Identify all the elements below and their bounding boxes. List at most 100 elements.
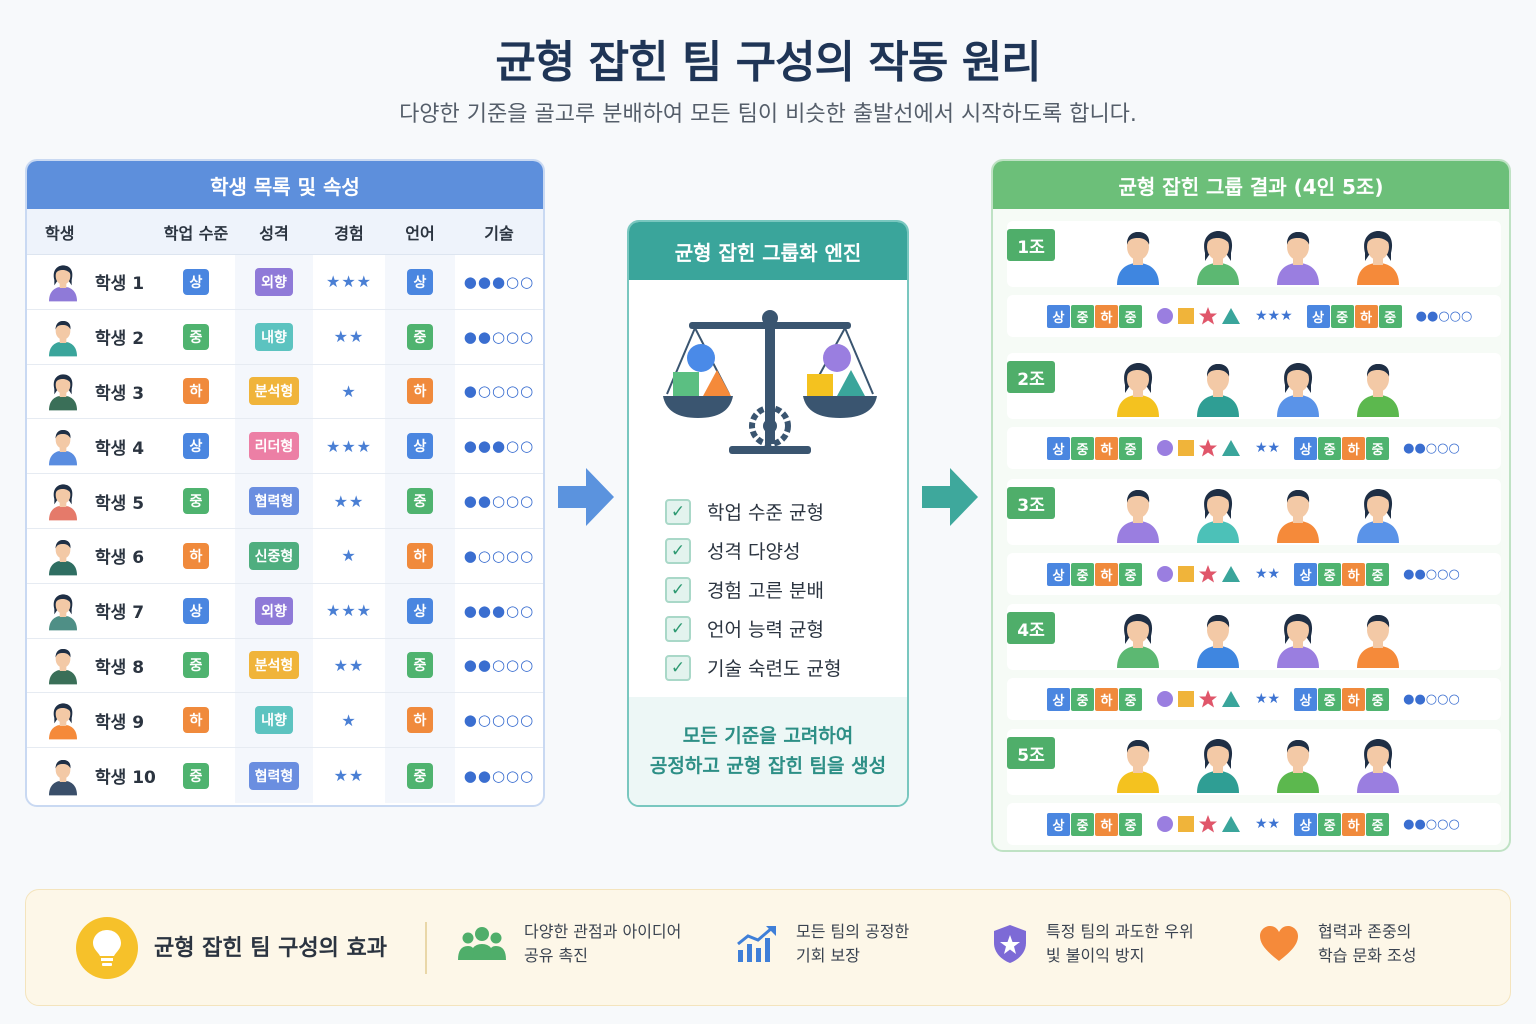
student-avatar-icon [45,591,81,631]
criteria-label: 경험 고른 분배 [707,580,824,602]
benefit-1-line1: 다양한 관점과 아이디어 [524,922,682,941]
square-shape-icon [1178,816,1194,832]
academic-level-badge: 하 [183,542,209,569]
experience-cell: ★★ [313,474,385,528]
language-level-badge: 하 [407,542,433,569]
personality-shapes [1156,689,1241,709]
skill-dots: ●●○○○ [1403,566,1460,582]
criteria-label: 언어 능력 균형 [707,619,824,641]
experience-stars: ★★ [1255,691,1281,707]
academic-cell: 상 [157,419,235,473]
academic-level-chip: 중 [1071,562,1094,586]
academic-level-badge: 하 [183,378,209,405]
skill-dots: ●●○○○ [1415,308,1473,324]
student-table-header: 학생 학업 수준 성격 경험 언어 기술 [27,209,543,255]
personality-cell: 외향 [235,255,313,309]
skill-dots: ●●●○○ [463,437,535,456]
personality-shapes [1156,306,1241,326]
benefit-3-line2: 빛 불이익 방지 [1046,946,1145,965]
academic-cell: 중 [157,474,235,528]
personality-shapes [1156,564,1241,584]
member-avatar-icon [1111,735,1165,793]
square-shape-icon [1178,566,1194,582]
benefit-4-line2: 학습 문화 조성 [1318,946,1417,965]
member-avatar-icon [1351,735,1405,793]
member-avatar-icon [1271,359,1325,417]
experience-cell: ★★ [313,748,385,803]
skill-cell: ●●○○○ [455,639,543,693]
criteria-label: 학업 수준 균형 [707,502,824,524]
col-academic: 학업 수준 [163,223,229,243]
benefit-1-line2: 공유 촉진 [524,946,588,965]
group-members-row: 2조 [1007,353,1501,419]
student-name: 학생 1 [95,274,145,295]
group-members [1111,610,1405,668]
academic-level-chip: 중 [1071,304,1094,328]
language-cell: 중 [385,474,455,528]
student-row: 학생 5 중 협력형 ★★ 중 ●●○○○ [27,474,543,529]
skill-dots: ●●○○○ [1403,691,1460,707]
personality-cell: 리더형 [235,419,313,474]
student-cell: 학생 10 [27,756,157,796]
people-group-icon [458,927,506,960]
group-members [1111,227,1405,285]
personality-tag: 분석형 [248,377,300,406]
academic-level-chip: 상 [1047,687,1070,711]
square-shape-icon [1178,308,1194,324]
academic-level-chip: 하 [1095,436,1118,460]
checkbox-checked-icon: ✓ [665,498,691,525]
language-level-badge: 하 [407,378,433,405]
personality-cell: 외향 [235,583,313,638]
academic-cell: 상 [157,584,235,638]
student-row: 학생 8 중 분석형 ★★ 중 ●●○○○ [27,638,543,694]
language-level-badge: 상 [407,433,433,460]
language-level-chip: 중 [1366,812,1390,836]
effects-title: 균형 잡힌 팀 구성의 효과 [154,936,388,961]
academic-level-chip: 중 [1119,687,1142,711]
criteria-label: 기술 숙련도 균형 [707,658,842,680]
member-avatar-icon [1191,735,1245,793]
skill-dots: ●●○○○ [463,492,535,511]
language-level-chip: 중 [1366,436,1390,460]
academic-cell: 중 [157,310,235,364]
group-label: 5조 [1007,737,1055,769]
language-cell: 하 [385,528,455,583]
language-cell: 하 [385,364,455,419]
language-cell: 중 [385,748,455,803]
group-members-row: 1조 [1007,221,1501,287]
experience-stars: ★ [341,710,357,730]
experience-cell: ★★★ [313,584,385,638]
academic-level-chip: 상 [1047,812,1070,836]
academic-level-badge: 중 [183,652,209,679]
student-name: 학생 10 [95,768,156,789]
language-level-badge: 중 [407,488,433,515]
student-name: 학생 4 [95,438,145,459]
member-avatar-icon [1111,227,1165,285]
experience-stars: ★★ [333,766,365,786]
language-level-chip: 상 [1306,304,1330,328]
experience-stars: ★★ [1255,816,1281,832]
member-avatar-icon [1191,227,1245,285]
experience-stars: ★ [341,381,357,401]
member-avatar-icon [1351,610,1405,668]
member-avatar-icon [1191,359,1245,417]
banner-divider [425,922,427,974]
experience-cell: ★★★ [313,419,385,473]
personality-cell: 협력형 [235,474,313,528]
academic-level-chip: 중 [1119,812,1142,836]
student-cell: 학생 6 [27,536,157,576]
student-avatar-icon [45,426,81,466]
member-avatar-icon [1111,610,1165,668]
experience-cell: ★★ [313,310,385,364]
circle-shape-icon [1157,691,1173,707]
balance-scale-icon [663,310,877,454]
personality-tag: 내향 [255,706,293,735]
personality-cell: 분석형 [235,364,313,419]
